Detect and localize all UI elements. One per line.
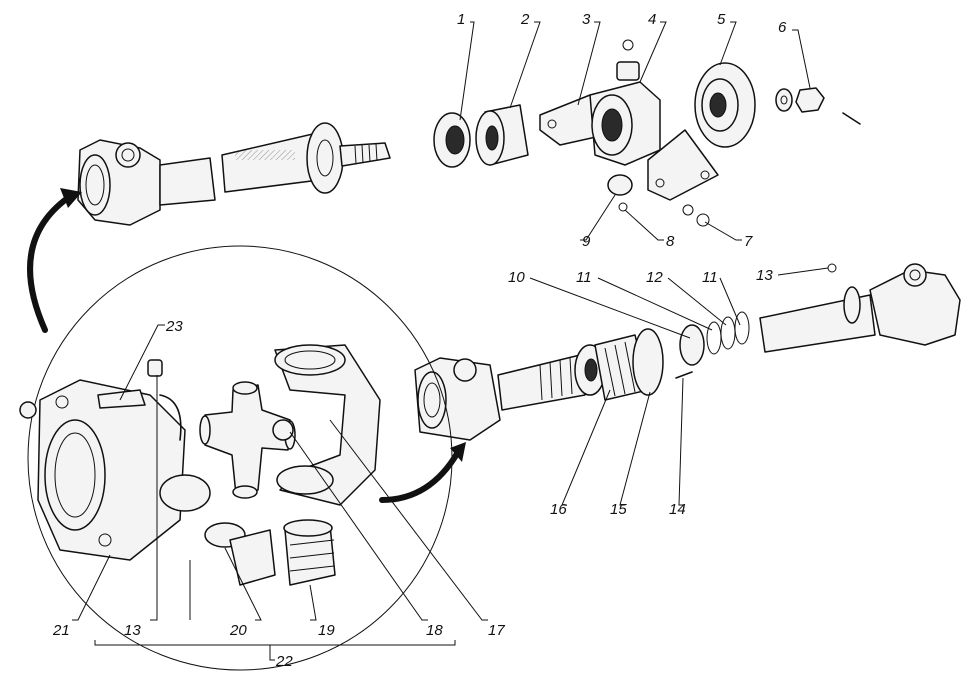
callout-11-left: 11 [576, 269, 592, 286]
lower-propeller-shaft [414, 263, 961, 441]
callout-3: 3 [582, 11, 591, 28]
callout-20: 20 [229, 622, 247, 639]
callout-1: 1 [457, 11, 465, 28]
sleeve-part-2 [475, 104, 529, 166]
flange-yoke-part-21 [19, 379, 211, 561]
clamp-part-15 [632, 328, 664, 396]
bolt-part-7 [682, 204, 710, 227]
callout-11-right: 11 [702, 269, 718, 286]
curved-arrow-up [27, 188, 82, 333]
callout-14: 14 [669, 501, 686, 518]
needle-bearing-part-19 [283, 519, 336, 586]
rubber-cushion-part-9 [607, 174, 633, 196]
callout-4: 4 [648, 11, 656, 28]
callout-10: 10 [508, 269, 525, 286]
slip-yoke-part-17 [274, 344, 381, 506]
callout-17: 17 [488, 622, 505, 639]
callout-8: 8 [666, 233, 675, 250]
callout-13-left: 13 [124, 622, 141, 639]
cross-spider-part-22 [199, 381, 296, 499]
callout-23: 23 [165, 318, 183, 335]
callout-19: 19 [318, 622, 335, 639]
callout-2: 2 [520, 11, 530, 28]
cover-part-5 [694, 62, 756, 148]
upper-propeller-shaft [77, 122, 391, 226]
callout-6: 6 [778, 19, 787, 36]
callout-7: 7 [744, 233, 753, 250]
callout-13-right: 13 [756, 267, 773, 284]
callout-12: 12 [646, 269, 663, 286]
callout-21: 21 [52, 622, 70, 639]
clip-part-14 [675, 371, 693, 379]
callout-16: 16 [550, 501, 567, 518]
callout-labels: 1 2 3 4 5 6 7 8 9 10 11 12 11 13 16 15 1… [52, 11, 787, 670]
washer-nut-part-6 [775, 87, 861, 125]
curved-arrow-right [379, 442, 466, 503]
mounting-plate [647, 129, 719, 201]
bearing-part-1 [433, 112, 471, 168]
bearing-cup-part-20 [204, 522, 276, 586]
bearing-housing-part-4 [589, 39, 661, 166]
callout-5: 5 [717, 11, 726, 28]
callout-9: 9 [582, 233, 591, 250]
grease-fitting-part-13 [147, 359, 163, 377]
callout-22: 22 [275, 653, 293, 670]
bolt-part-8 [618, 202, 628, 212]
callout-18: 18 [426, 622, 443, 639]
callout-15: 15 [610, 501, 627, 518]
leader-lines [72, 21, 829, 661]
